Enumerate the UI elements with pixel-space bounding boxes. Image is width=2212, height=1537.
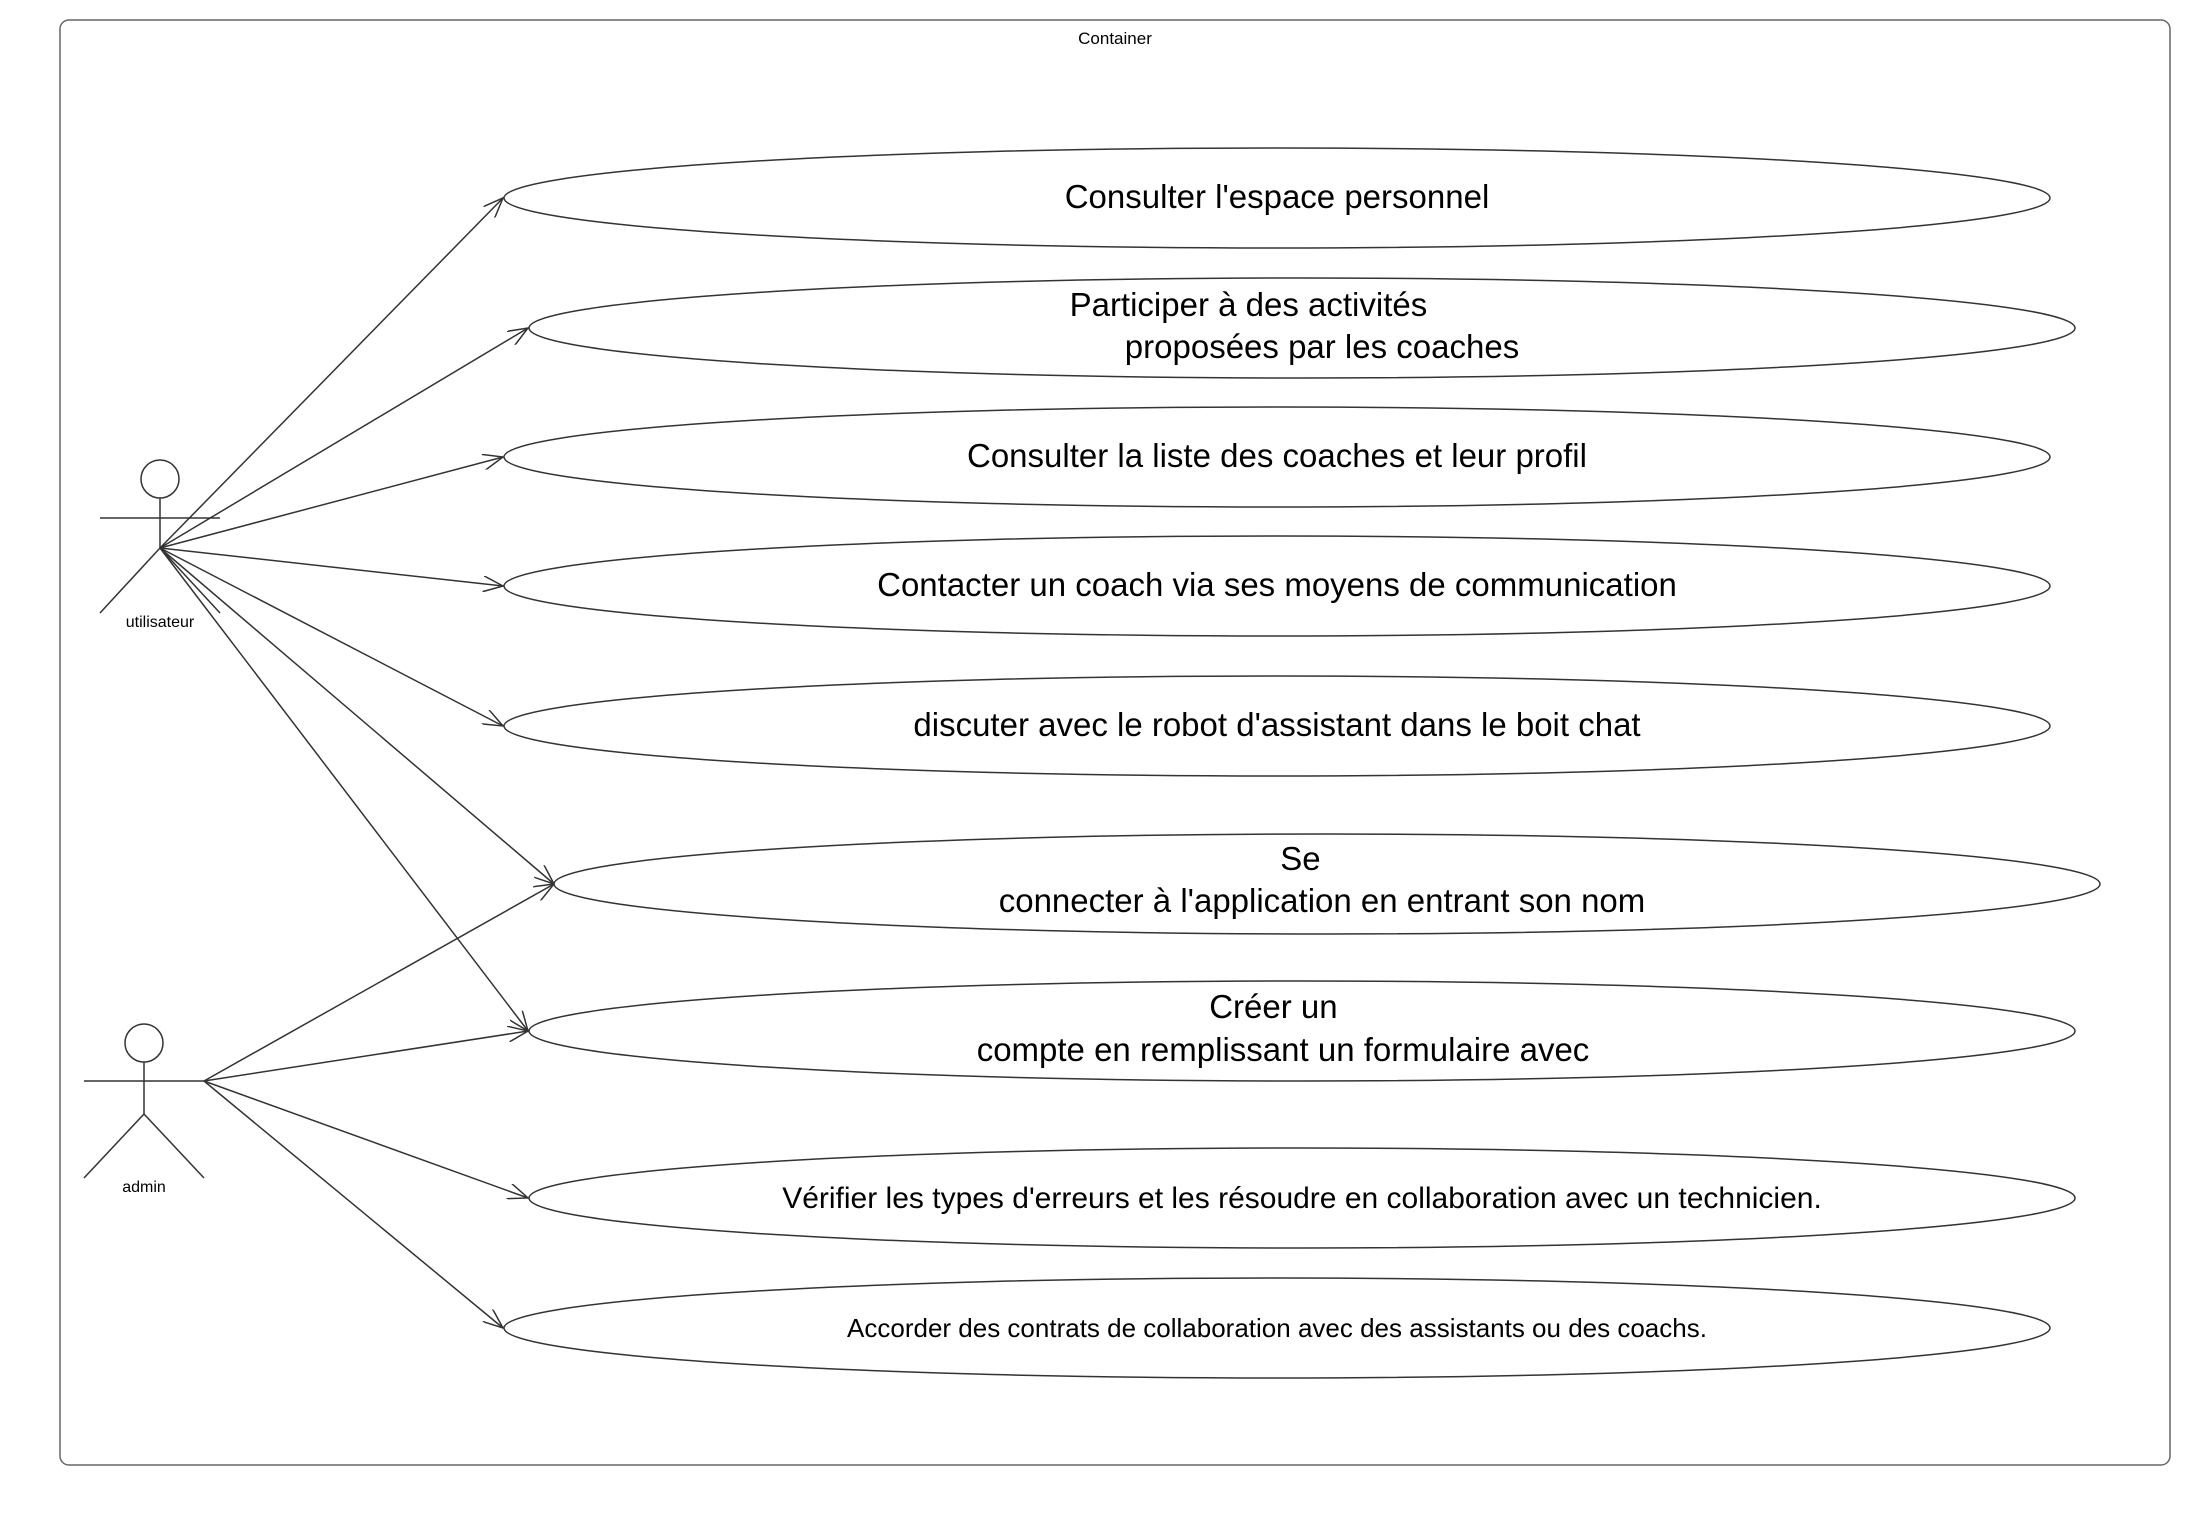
use-case-ellipse — [503, 535, 2051, 637]
actor-left-leg — [99, 547, 161, 614]
use-case-ellipse — [528, 277, 2076, 379]
use-case-label: Contacter un coach via ses moyens de com… — [877, 566, 1677, 603]
container-title: Container — [1078, 29, 1152, 48]
use-case-ellipse — [528, 980, 2076, 1082]
association-admin-uc6 — [203, 884, 554, 1082]
use-case-label-line: discuter avec le robot d'assistant dans … — [913, 706, 1640, 743]
association-utilisateur-uc7 — [159, 547, 528, 1031]
use-case-se-connecter[interactable]: Se connecter à l'application en entrant … — [553, 833, 2101, 935]
use-case-label-line: Se — [1280, 840, 1320, 877]
use-case-label-line: Créer un — [1209, 988, 1337, 1025]
use-case-label-line: compte en remplissant un formulaire avec — [977, 1031, 1590, 1068]
association-admin-uc8 — [203, 1080, 528, 1198]
actor-left-leg — [83, 1113, 145, 1179]
use-case-label: Se connecter à l'application en entrant … — [999, 840, 1646, 919]
use-case-ellipse — [503, 147, 2051, 249]
actor-label: admin — [122, 1179, 166, 1196]
association-utilisateur-uc3 — [159, 457, 503, 549]
use-case-accorder-contrats[interactable]: Accorder des contrats de collaboration a… — [503, 1277, 2051, 1379]
use-case-label-line: Vérifier les types d'erreurs et les réso… — [782, 1182, 1822, 1215]
actor-right-leg — [159, 547, 221, 614]
use-case-discuter-robot[interactable]: discuter avec le robot d'assistant dans … — [503, 675, 2051, 777]
actor-right-leg — [143, 1113, 205, 1179]
use-case-label-line: Consulter la liste des coaches et leur p… — [967, 437, 1587, 474]
association-admin-uc9 — [203, 1080, 503, 1328]
use-case-label-line: connecter à l'application en entrant son… — [999, 882, 1646, 919]
use-case-ellipse — [503, 675, 2051, 777]
use-case-label-line: proposées par les coaches — [1125, 328, 1519, 365]
use-case-label: Créer un compte en remplissant un formul… — [977, 988, 1590, 1068]
use-case-label: discuter avec le robot d'assistant dans … — [913, 706, 1640, 743]
use-case-ellipse — [503, 406, 2051, 508]
use-case-label-line: Accorder des contrats de collaboration a… — [847, 1313, 1707, 1343]
use-case-participer-activites[interactable]: Participer à des activités proposées par… — [528, 277, 2076, 379]
use-case-liste-coaches[interactable]: Consulter la liste des coaches et leur p… — [503, 406, 2051, 508]
use-case-label: Consulter l'espace personnel — [1065, 178, 1490, 215]
use-case-ellipse — [553, 833, 2101, 935]
use-case-creer-compte[interactable]: Créer un compte en remplissant un formul… — [528, 980, 2076, 1082]
use-case-label: Vérifier les types d'erreurs et les réso… — [782, 1182, 1822, 1215]
association-utilisateur-uc1 — [159, 198, 503, 549]
use-case-ellipse — [503, 1277, 2051, 1379]
actor-label: utilisateur — [126, 614, 195, 631]
actor-head — [124, 1023, 164, 1063]
use-case-label: Accorder des contrats de collaboration a… — [847, 1313, 1707, 1343]
use-case-contacter-coach[interactable]: Contacter un coach via ses moyens de com… — [503, 535, 2051, 637]
association-utilisateur-uc5 — [159, 547, 503, 726]
actor-head — [140, 459, 180, 499]
use-case-verifier-erreurs[interactable]: Vérifier les types d'erreurs et les réso… — [528, 1147, 2076, 1249]
actor-admin[interactable]: admin — [83, 1023, 205, 1196]
use-case-ellipse — [528, 1147, 2076, 1249]
association-admin-uc7 — [203, 1031, 528, 1082]
use-case-consulter-espace[interactable]: Consulter l'espace personnel — [503, 147, 2051, 249]
association-utilisateur-uc6 — [159, 547, 554, 884]
association-layer — [159, 198, 554, 1328]
use-case-label-line: Contacter un coach via ses moyens de com… — [877, 566, 1677, 603]
association-utilisateur-uc4 — [159, 547, 503, 586]
use-case-label-line: Consulter l'espace personnel — [1065, 178, 1490, 215]
use-case-label-line: Participer à des activités — [1070, 286, 1428, 323]
association-utilisateur-uc2 — [159, 328, 528, 549]
actor-utilisateur[interactable]: utilisateur — [99, 459, 221, 631]
use-case-label: Consulter la liste des coaches et leur p… — [967, 437, 1587, 474]
use-case-label: Participer à des activités proposées par… — [1070, 286, 1520, 365]
